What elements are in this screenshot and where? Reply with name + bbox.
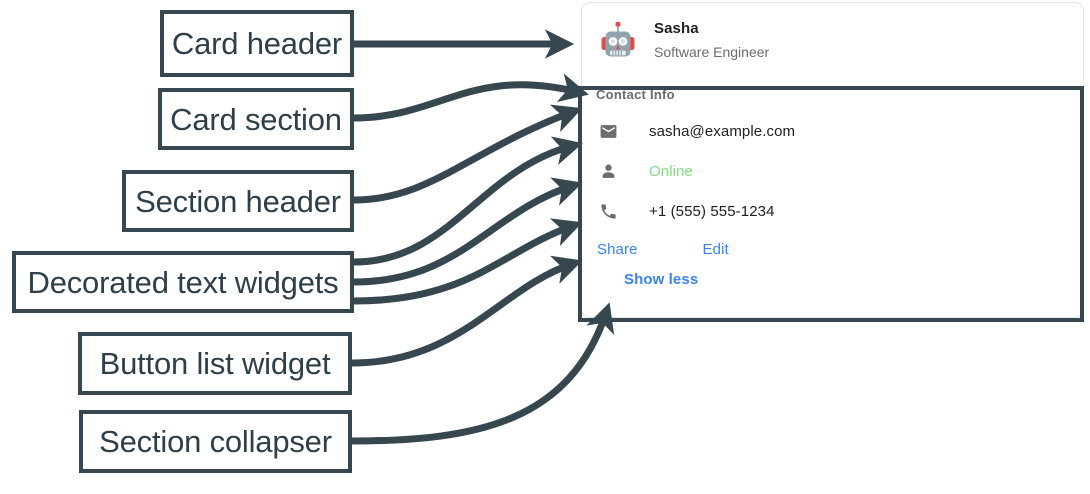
decorated-text-widget-status[interactable]: Online <box>596 159 1083 183</box>
arrow-card-section <box>353 73 589 122</box>
button-list-widget: Share Edit <box>591 239 1083 260</box>
annotation-label-text: Card section <box>170 101 342 137</box>
share-button[interactable]: Share <box>591 239 644 260</box>
person-icon <box>596 162 620 181</box>
annotation-label-decorated-text-widgets: Decorated text widgets <box>12 251 354 313</box>
decorated-text-widget-email[interactable]: sasha@example.com <box>596 119 1083 143</box>
robot-avatar-icon <box>601 22 635 57</box>
decorated-text-value-phone: +1 (555) 555-1234 <box>649 202 775 220</box>
annotation-label-text: Card header <box>171 26 343 61</box>
phone-icon <box>596 202 620 221</box>
annotation-label-card-section: Card section <box>158 88 354 150</box>
annotation-label-button-list-widget: Button list widget <box>78 332 352 395</box>
decorated-text-widget-phone[interactable]: +1 (555) 555-1234 <box>596 199 1083 223</box>
arrow-button-list <box>351 255 583 367</box>
section-header: Contact Info <box>596 87 675 102</box>
section-collapser[interactable]: Show less <box>624 271 699 288</box>
annotation-label-section-collapser: Section collapser <box>79 410 352 473</box>
annotation-label-card-header: Card header <box>160 10 354 77</box>
card-header-texts: Sasha Software Engineer <box>654 20 769 62</box>
edit-button[interactable]: Edit <box>697 239 735 260</box>
annotation-label-section-header: Section header <box>122 170 354 232</box>
arrow-decorated-text-1 <box>353 136 583 266</box>
card-header-subtitle: Software Engineer <box>654 44 770 60</box>
arrow-decorated-text-3 <box>353 218 583 305</box>
mail-icon <box>596 122 620 141</box>
card-section: Contact Info sasha@example.com <box>582 69 1083 289</box>
annotation-label-text: Section collapser <box>99 424 332 459</box>
card-header: Sasha Software Engineer <box>582 3 1083 69</box>
arrow-section-collapser <box>351 302 615 445</box>
decorated-text-value-status: Online <box>649 162 693 180</box>
annotation-label-text: Decorated text widgets <box>27 264 339 300</box>
decorated-text-value-email: sasha@example.com <box>649 122 796 140</box>
arrow-decorated-text-2 <box>353 177 583 286</box>
profile-card: Sasha Software Engineer Contact Info sas… <box>581 2 1084 318</box>
annotation-label-text: Section header <box>135 183 341 219</box>
annotation-label-text: Button list widget <box>99 346 331 381</box>
card-header-title: Sasha <box>654 20 699 37</box>
arrow-section-header <box>353 104 583 204</box>
